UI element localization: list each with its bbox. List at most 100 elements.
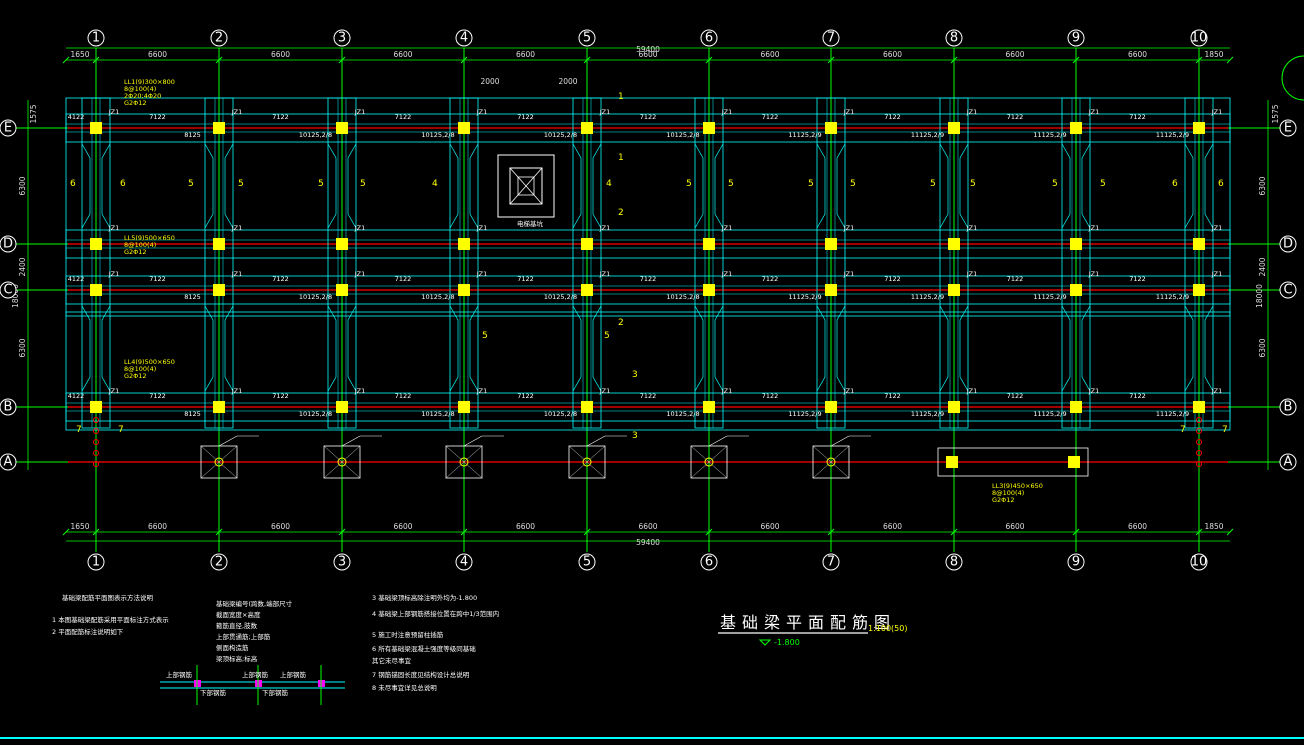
- pile-a-5: [826, 457, 836, 467]
- haunch-l-4-0: [572, 143, 582, 229]
- bubble-top-8-circle: [945, 29, 963, 47]
- dim-bay-bottom-0: 6600: [148, 522, 167, 531]
- column-5B: [581, 401, 593, 413]
- dim-tick-bottom-3: [338, 528, 346, 536]
- span-E-8: 7122: [1129, 113, 1146, 121]
- pile-a-0: [214, 457, 224, 467]
- dim-bay-top-8: 6600: [1128, 50, 1147, 59]
- span-C-1: 7122: [272, 275, 289, 283]
- dim-tick-top-9: [1072, 56, 1080, 64]
- haunch-l-5-0: [694, 143, 704, 229]
- span-start-E: 4122: [68, 113, 85, 121]
- note-mid-2: 截面宽度×高度: [216, 610, 261, 619]
- haunch-r-1-1: [224, 305, 234, 392]
- column-10D: [1193, 238, 1205, 250]
- dim-bay-bottom-3: 6600: [516, 522, 535, 531]
- column-3E: [336, 122, 348, 134]
- bubble-right-C-label: C: [1283, 283, 1292, 298]
- bubble-bottom-3-circle: [333, 553, 351, 571]
- jz-8E: JZ1: [1088, 108, 1100, 116]
- pile-edge-0-2: [93, 439, 99, 445]
- section-mark-21: 7: [118, 425, 124, 435]
- jz-6D: JZ1: [843, 224, 855, 232]
- bubble-top-2-circle: [210, 29, 228, 47]
- bubble-top-7-circle: [822, 29, 840, 47]
- note-left-2: 2 平面配筋标注说明如下: [52, 627, 124, 636]
- dim-bay-bottom-7: 6600: [1005, 522, 1024, 531]
- bubble-bottom-7-label: 7: [827, 555, 835, 570]
- span-C-8: 7122: [1129, 275, 1146, 283]
- section-mark-18: 5: [482, 331, 488, 341]
- section-mark-22: 7: [1180, 425, 1186, 435]
- span-E-2: 7122: [395, 113, 412, 121]
- note-right-6: 7 钢筋锚固长度见结构设计总说明: [372, 670, 470, 679]
- dim-bay-bottom-2: 6600: [393, 522, 412, 531]
- bubble-bottom-5-circle: [578, 553, 596, 571]
- haunch-r-2-0: [347, 143, 357, 229]
- dim-tick-top-10: [1195, 56, 1203, 64]
- haunch-l-6-0: [816, 143, 826, 229]
- annot-1-2: G2Φ12: [124, 248, 147, 256]
- span-B-2: 7122: [395, 392, 412, 400]
- span-lower-B-1: 10125,2/8: [299, 410, 332, 418]
- legend-4: 下部钢筋: [200, 688, 227, 697]
- column-8A: [946, 456, 958, 468]
- column-7E: [825, 122, 837, 134]
- section-mark-25: 1: [618, 153, 624, 163]
- column-8B: [948, 401, 960, 413]
- footing-diag2-4: [690, 445, 728, 479]
- span-C-6: 7122: [884, 275, 901, 283]
- section-mark-29: 3: [632, 431, 638, 441]
- span-start-B: 4122: [68, 392, 85, 400]
- note-right-3: 5 施工时注意预留柱插筋: [372, 630, 444, 639]
- bubble-top-9-label: 9: [1072, 31, 1080, 46]
- haunch-l-2-1: [327, 305, 337, 392]
- span-E-4: 7122: [640, 113, 657, 121]
- section-mark-16: 6: [1172, 179, 1178, 189]
- annot-0-0: LL1(9)300×800: [124, 78, 175, 86]
- haunch-l-3-1: [449, 305, 459, 392]
- elevator-label: 电梯基坑: [517, 219, 544, 228]
- jz-1C: JZ1: [231, 270, 243, 278]
- column-5C: [581, 284, 593, 296]
- drawing-scale: 1:100(50): [868, 624, 907, 633]
- dim-edge-r-top: 1850: [1204, 50, 1223, 59]
- section-mark-12: 5: [930, 179, 936, 189]
- jz-9C: JZ1: [1211, 270, 1223, 278]
- jz-0E: JZ1: [108, 108, 120, 116]
- haunch-l-9-1: [1184, 305, 1194, 392]
- vdim-left-ED: 6300: [18, 176, 27, 195]
- column-10E: [1193, 122, 1205, 134]
- span-lower-B-0: 8125: [184, 410, 201, 418]
- section-mark-4: 5: [238, 179, 244, 189]
- dim-bay-bottom-4: 6600: [638, 522, 657, 531]
- vdim-total-right: 18000: [1255, 284, 1264, 308]
- bubble-right-D-label: D: [1283, 237, 1293, 252]
- column-6E: [703, 122, 715, 134]
- footing-diag2-0: [200, 445, 238, 479]
- span-C-5: 7122: [762, 275, 779, 283]
- section-mark-2: 5: [188, 179, 194, 189]
- jz-9B: JZ1: [1211, 387, 1223, 395]
- dim-bay-top-5: 6600: [760, 50, 779, 59]
- pile-a-4: [704, 457, 714, 467]
- bubble-top-3-label: 3: [338, 31, 346, 46]
- column-9E: [1070, 122, 1082, 134]
- haunch-r-1-0: [224, 143, 234, 229]
- column-8C: [948, 284, 960, 296]
- footing-diag2-5: [812, 445, 850, 479]
- bubble-bottom-1-label: 1: [92, 555, 100, 570]
- span-B-1: 7122: [272, 392, 289, 400]
- jz-5E: JZ1: [721, 108, 733, 116]
- bubble-bottom-6-circle: [700, 553, 718, 571]
- bubble-right-B-label: B: [1284, 400, 1293, 415]
- bubble-top-9-circle: [1067, 29, 1085, 47]
- column-6C: [703, 284, 715, 296]
- bubble-top-1-circle: [87, 29, 105, 47]
- bubble-top-6-label: 6: [705, 31, 713, 46]
- note-right-4: 6 所有基础梁混凝土强度等级同基础: [372, 644, 476, 653]
- vdim-total-left: 18000: [11, 284, 20, 308]
- dim-tick-bottom-0: [62, 528, 70, 536]
